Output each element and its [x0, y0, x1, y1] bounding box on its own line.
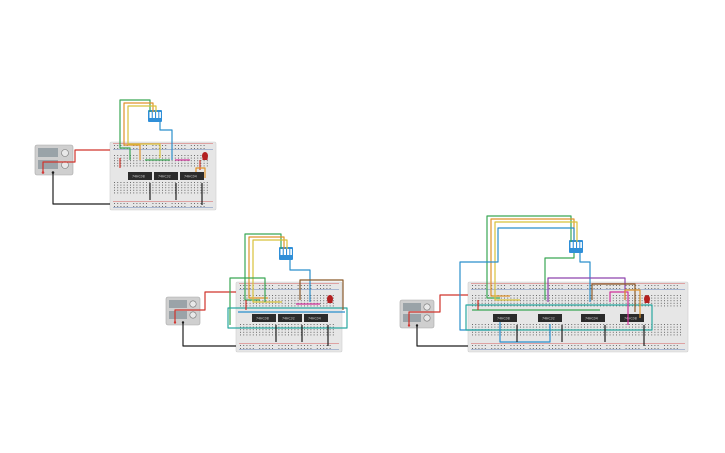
svg-text:74HC04: 74HC04 — [184, 174, 197, 178]
led[interactable] — [644, 295, 650, 303]
chip[interactable]: 74HC32 — [278, 314, 302, 322]
dip-switch[interactable] — [569, 240, 583, 253]
chip[interactable]: 74HC04 — [304, 314, 328, 322]
wires — [174, 233, 348, 347]
circuit-large: 74HC08 74HC32 74HC04 74HC08 — [399, 215, 689, 353]
knob-icon[interactable] — [423, 314, 431, 322]
knob-icon[interactable] — [423, 303, 431, 311]
dip-switch[interactable] — [279, 247, 293, 260]
svg-text:74HC32: 74HC32 — [542, 316, 555, 320]
wires — [408, 215, 653, 347]
svg-text:74HC08: 74HC08 — [132, 174, 145, 178]
power-supply[interactable] — [165, 296, 201, 326]
svg-text:74HC32: 74HC32 — [158, 174, 171, 178]
power-supply[interactable] — [34, 144, 74, 176]
led[interactable] — [327, 295, 333, 303]
svg-text:74HC08: 74HC08 — [497, 316, 510, 320]
dip-switch[interactable] — [148, 110, 162, 122]
knob-icon[interactable] — [189, 300, 197, 308]
chip[interactable]: 74HC32 — [538, 314, 562, 322]
chip[interactable]: 74HC04 — [581, 314, 605, 322]
knob-icon[interactable] — [61, 149, 69, 157]
chip[interactable]: 74HC32 — [154, 172, 178, 180]
svg-text:74HC08: 74HC08 — [256, 316, 269, 320]
svg-text:74HC04: 74HC04 — [585, 316, 598, 320]
svg-text:74HC08: 74HC08 — [624, 316, 637, 320]
chip[interactable]: 74HC08 — [252, 314, 276, 322]
svg-text:74HC04: 74HC04 — [308, 316, 321, 320]
svg-text:74HC32: 74HC32 — [282, 316, 295, 320]
chip[interactable]: 74HC04 — [180, 172, 204, 180]
power-supply[interactable] — [399, 299, 435, 329]
circuit-medium: 74HC08 74HC32 74HC04 — [165, 233, 348, 353]
knob-icon[interactable] — [189, 311, 197, 319]
circuit-small: 74HC08 74HC32 74HC04 — [34, 99, 217, 211]
chip[interactable]: 74HC08 — [620, 314, 644, 322]
led[interactable] — [202, 152, 208, 160]
wires — [42, 99, 206, 205]
chip[interactable]: 74HC08 — [128, 172, 152, 180]
chip[interactable]: 74HC08 — [493, 314, 517, 322]
